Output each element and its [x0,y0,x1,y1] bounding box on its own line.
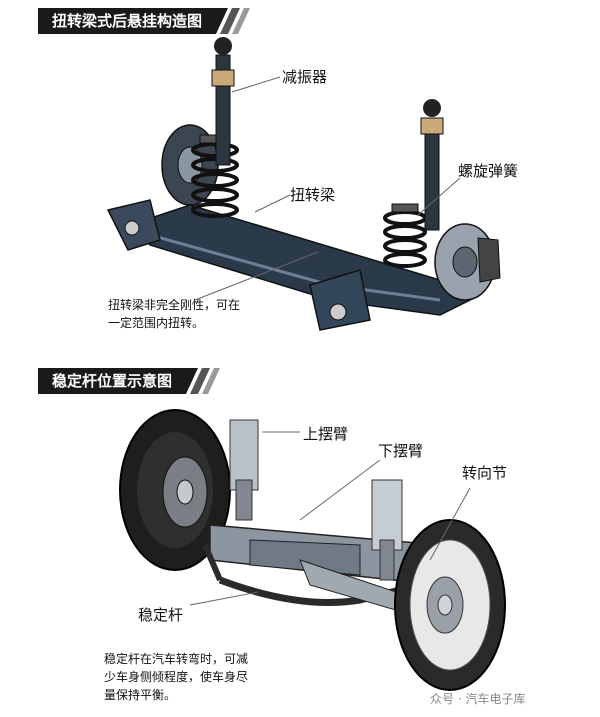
section1-note-line1: 扭转梁非完全刚性，可在 [108,298,241,312]
section1-leader-lines [194,76,461,301]
label-lower-control-arm: 下摆臂 [378,442,424,460]
title-stripes-decoration [214,8,251,34]
section2-note-line1: 稳定杆在汽车转弯时，可减 [104,652,249,666]
watermark: 众号 · 汽车电子库 [430,692,526,706]
label-torsion-beam: 扭转梁 [290,186,336,204]
section1-note: 扭转梁非完全刚性，可在 一定范围内扭转。 [108,296,240,332]
torsion-beam-illustration [106,37,501,331]
section1-header: 扭转梁式后悬挂构造图 [38,8,251,34]
label-stabilizer-bar: 稳定杆 [138,606,184,624]
label-upper-control-arm: 上摆臂 [303,425,349,443]
label-shock-absorber: 减振器 [282,68,328,86]
stabilizer-illustration [119,409,506,691]
section2-title: 稳定杆位置示意图 [38,368,187,394]
section2-note: 稳定杆在汽车转弯时，可减 少车身侧倾程度，使车身尽 量保持平衡。 [104,650,248,704]
section2-note-line2: 少车身侧倾程度，使车身尽 [104,670,249,684]
section2-note-line3: 量保持平衡。 [104,688,177,702]
section2-leader-lines [189,431,471,606]
label-steering-knuckle: 转向节 [462,464,508,482]
label-coil-spring: 螺旋弹簧 [458,162,519,180]
section2-header: 稳定杆位置示意图 [38,368,221,394]
section1-note-line2: 一定范围内扭转。 [108,316,205,330]
section1-title: 扭转梁式后悬挂构造图 [38,8,217,34]
title-stripes-decoration [184,368,221,394]
